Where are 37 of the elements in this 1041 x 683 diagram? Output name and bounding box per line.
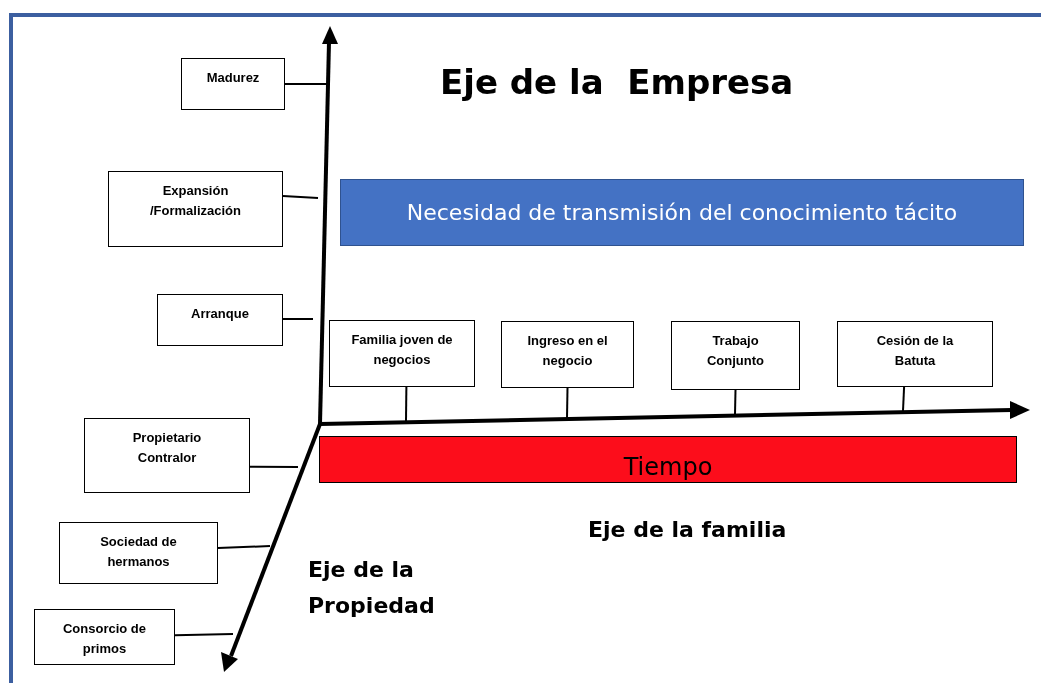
- node-text: Consorcio de primos: [61, 620, 148, 658]
- leader-line: [284, 83, 328, 85]
- stage-box: [837, 321, 993, 387]
- leader-line: [282, 195, 319, 199]
- leader-line: [902, 386, 906, 412]
- node-text: Sociedad de hermanos: [99, 533, 178, 571]
- leader-line: [249, 465, 299, 468]
- stage-box: [108, 171, 283, 247]
- node-text: Tiempo: [623, 452, 713, 481]
- node-text: Propietario Contralor: [131, 429, 203, 467]
- leader-line: [566, 387, 569, 419]
- stage-box: [34, 609, 175, 665]
- node-text: Cesión de la Batuta: [875, 332, 955, 370]
- stage-box: [501, 321, 634, 388]
- stage-box: [84, 418, 250, 493]
- title: Eje de la Empresa: [440, 62, 794, 102]
- stage-box: [59, 522, 218, 584]
- node-text: Familia joven de negocios: [350, 331, 454, 369]
- stage-box: [157, 294, 283, 346]
- axis-label: Eje de la familia: [588, 516, 788, 544]
- leader-line: [217, 545, 271, 550]
- node-text: Necesidad de transmisión del conocimiento tácito: [406, 198, 958, 227]
- leader-line: [174, 633, 234, 637]
- leader-line: [734, 389, 737, 415]
- node-text: Expansión /Formalización: [149, 182, 242, 220]
- leader-line: [282, 317, 314, 320]
- axis-label: Eje de la Propiedad: [308, 556, 436, 620]
- node-text: Trabajo Conjunto: [705, 332, 765, 370]
- stage-box: [329, 320, 475, 387]
- banner: [340, 179, 1024, 246]
- node-text: Arranque: [191, 305, 249, 323]
- leader-line: [405, 386, 408, 422]
- time-bar: [319, 436, 1017, 483]
- node-text: Madurez: [206, 69, 260, 87]
- stage-box: [671, 321, 800, 390]
- stage-box: [181, 58, 285, 110]
- node-text: Ingreso en el negocio: [526, 332, 609, 370]
